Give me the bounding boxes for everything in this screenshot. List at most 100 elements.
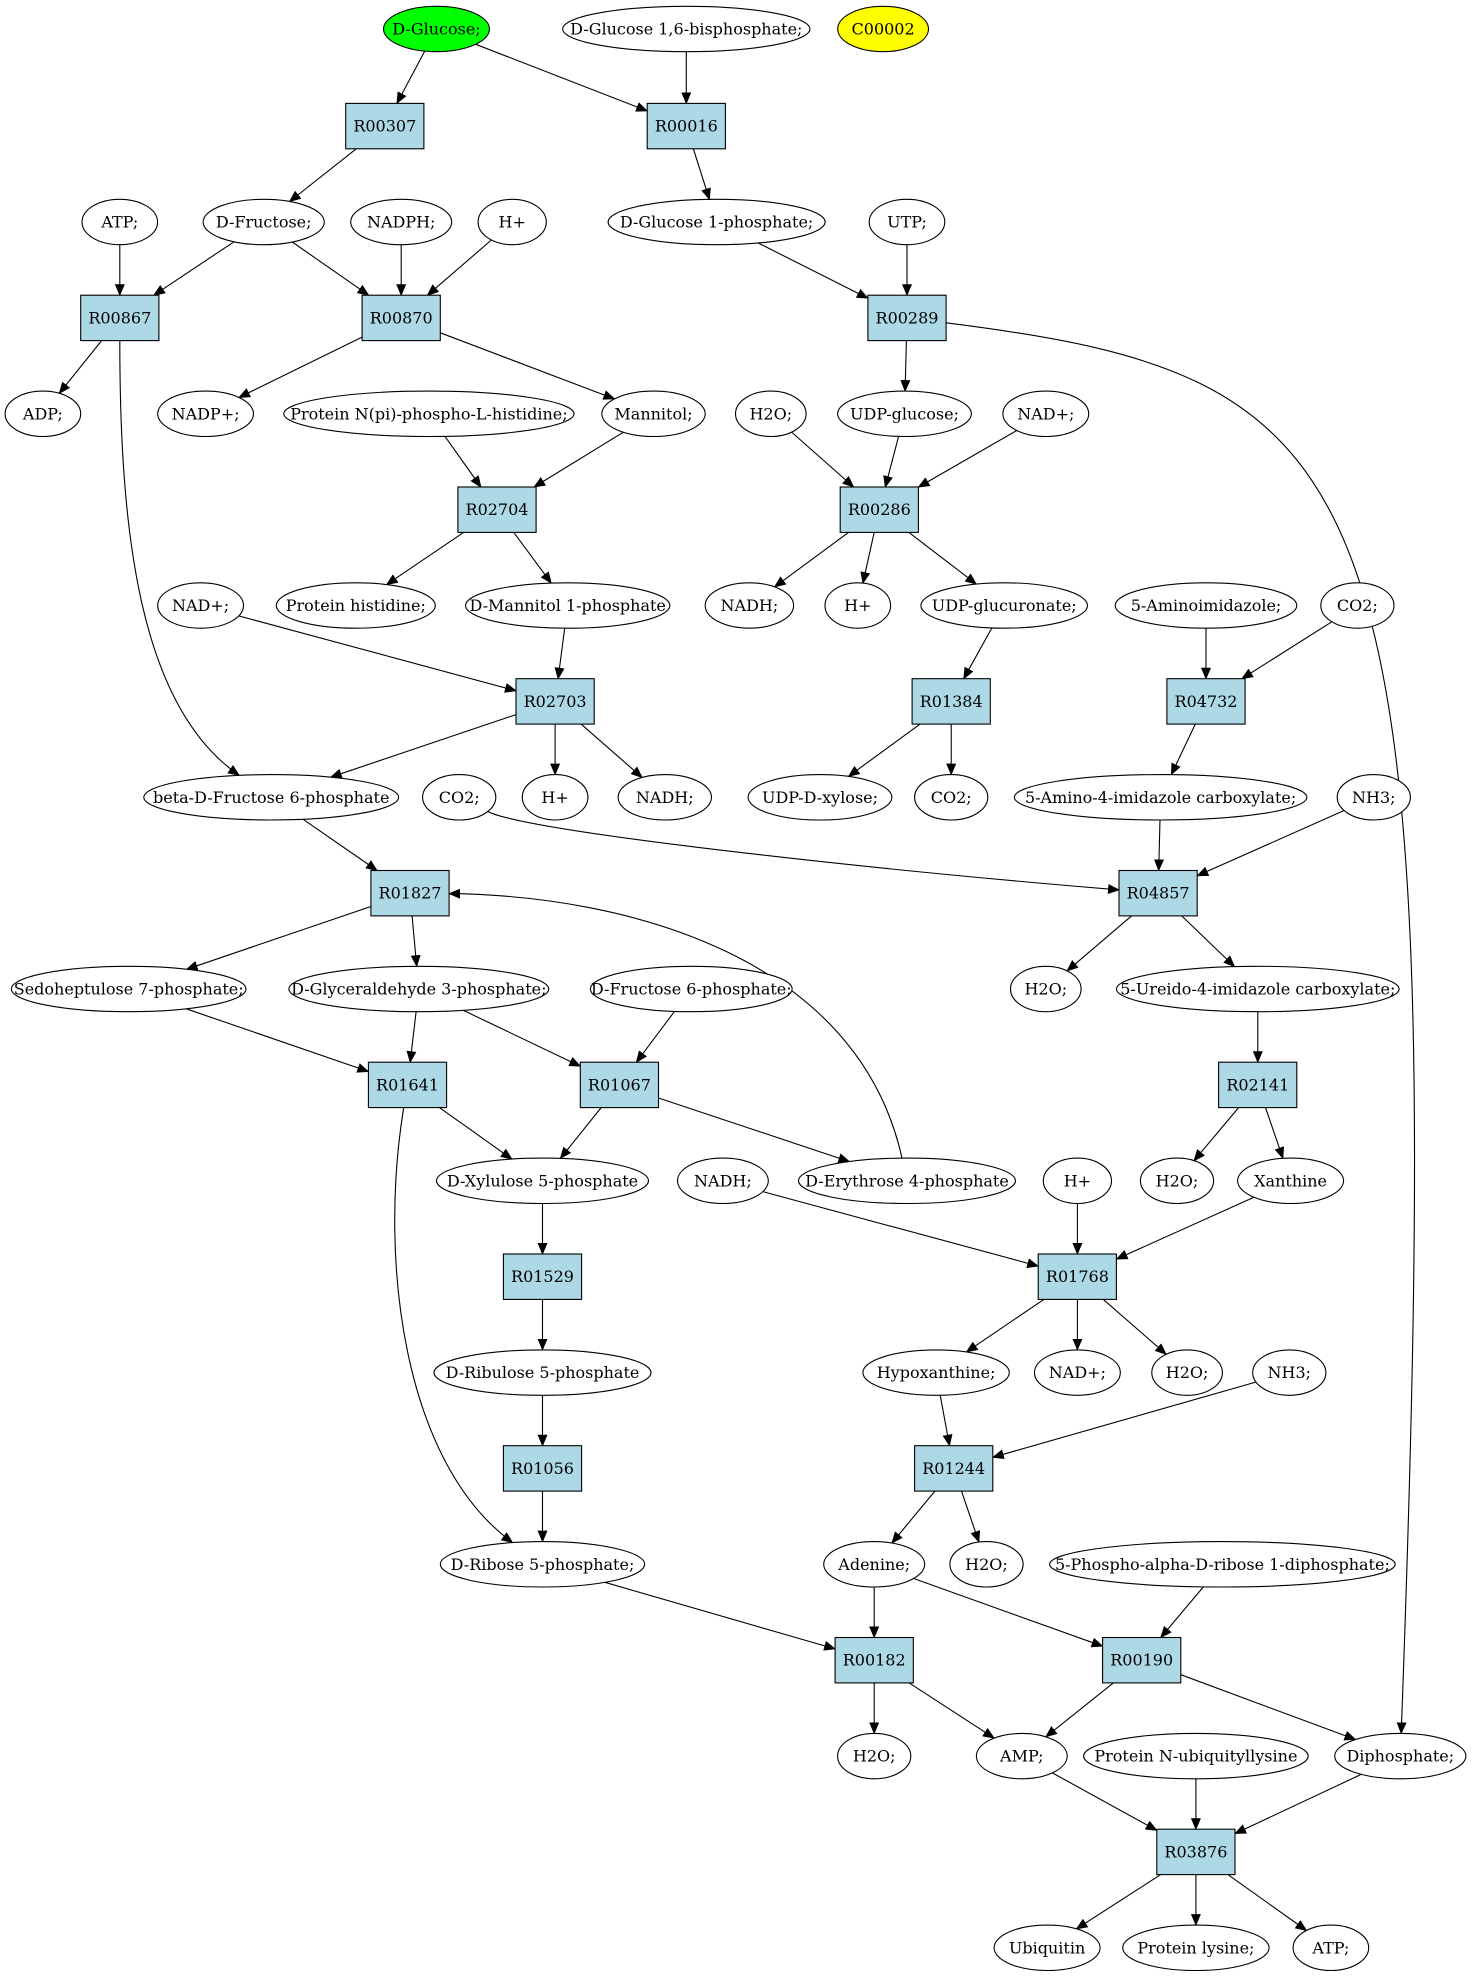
reaction-node-R02704[interactable]: R02704 (457, 486, 537, 533)
edge-R03876-to-ubiquitin (1075, 1874, 1161, 1930)
compound-node-nh3b[interactable]: NH3; (1252, 1349, 1327, 1396)
compound-node-protubi[interactable]: Protein N-ubiquityllysine (1083, 1732, 1309, 1780)
compound-node-g1p[interactable]: D-Glucose 1-phosphate; (607, 198, 826, 246)
reaction-node-R01641[interactable]: R01641 (367, 1061, 448, 1109)
compound-node-h2o6[interactable]: H2O; (837, 1732, 912, 1780)
compound-node-nadph[interactable]: NADPH; (350, 198, 453, 246)
reaction-node-R00307[interactable]: R00307 (345, 102, 425, 150)
compound-node-diphosphate[interactable]: Diphosphate; (1334, 1732, 1467, 1780)
compound-ellipse (439, 1541, 646, 1588)
node-label: D-Xylulose 5-phosphate (447, 1171, 638, 1190)
edge-R00286-to-hplus2 (860, 532, 875, 585)
compound-node-udpglucuronate[interactable]: UDP-glucuronate; (920, 582, 1089, 629)
edge-R02703-to-nadh2 (580, 723, 643, 779)
reaction-node-R02141[interactable]: R02141 (1218, 1061, 1298, 1109)
compound-node-nadh1[interactable]: NADH; (704, 582, 795, 629)
reaction-node-R00190[interactable]: R00190 (1102, 1636, 1182, 1684)
compound-node-hplus4[interactable]: H+ (1042, 1157, 1113, 1205)
node-label: D-Erythrose 4-phosphate (805, 1171, 1009, 1190)
compound-node-h2o5[interactable]: H2O; (949, 1541, 1024, 1588)
compound-node-udpxylose[interactable]: UDP-D-xylose; (747, 774, 893, 821)
compound-node-mannitol1p[interactable]: D-Mannitol 1-phosphate (464, 582, 671, 629)
compound-node-atp2[interactable]: ATP; (1292, 1924, 1370, 1972)
compound-node-ribose5p[interactable]: D-Ribose 5-phosphate; (439, 1541, 646, 1588)
compound-node-bf6p[interactable]: beta-D-Fructose 6-phosphate (143, 774, 400, 821)
compound-node-adp[interactable]: ADP; (4, 390, 82, 438)
compound-node-hplus2[interactable]: H+ (824, 582, 892, 629)
reaction-node-R02703[interactable]: R02703 (515, 678, 595, 725)
compound-ellipse (1002, 390, 1090, 438)
node-label: H+ (499, 213, 526, 232)
compound-node-atp1[interactable]: ATP; (81, 198, 159, 246)
reaction-node-R00286[interactable]: R00286 (839, 486, 919, 533)
compound-node-nadh2[interactable]: NADH; (617, 774, 713, 821)
compound-node-glucose[interactable]: D-Glucose; (382, 5, 491, 53)
compound-node-prpp[interactable]: 5-Phospho-alpha-D-ribose 1-diphosphate; (1049, 1541, 1396, 1588)
reaction-box (834, 1636, 914, 1684)
compound-node-hypoxanthine[interactable]: Hypoxanthine; (862, 1349, 1010, 1396)
compound-node-ureido[interactable]: 5-Ureido-4-imidazole carboxylate; (1115, 965, 1400, 1013)
compound-node-ubiquitin[interactable]: Ubiquitin (993, 1924, 1101, 1972)
reaction-node-R01827[interactable]: R01827 (370, 869, 450, 917)
compound-node-nadh3[interactable]: NADH; (676, 1157, 769, 1205)
compound-node-xylulose5p[interactable]: D-Xylulose 5-phosphate (435, 1157, 650, 1205)
reaction-node-R00016[interactable]: R00016 (646, 102, 726, 150)
reaction-node-R01056[interactable]: R01056 (502, 1445, 583, 1492)
compound-node-xanthine[interactable]: Xanthine (1237, 1157, 1345, 1205)
compound-node-co2b[interactable]: CO2; (422, 774, 497, 821)
compound-node-adenine[interactable]: Adenine; (823, 1541, 926, 1588)
reaction-node-R01067[interactable]: R01067 (579, 1061, 660, 1109)
reaction-node-R01384[interactable]: R01384 (911, 678, 991, 725)
reaction-node-R01244[interactable]: R01244 (914, 1445, 994, 1492)
reaction-node-R01768[interactable]: R01768 (1037, 1253, 1117, 1300)
compound-node-h2o4[interactable]: H2O; (1151, 1349, 1223, 1396)
reaction-node-R03876[interactable]: R03876 (1156, 1828, 1236, 1876)
compound-node-ga3p[interactable]: D-Glyceraldehyde 3-phosphate; (288, 965, 550, 1013)
reaction-box (646, 102, 726, 150)
compound-node-aminoimid[interactable]: 5-Aminoimidazole; (1114, 582, 1298, 629)
node-label: H2O; (1024, 980, 1067, 999)
compound-node-mannitol[interactable]: Mannitol; (601, 390, 706, 438)
compound-node-udpglucose[interactable]: UDP-glucose; (837, 390, 972, 438)
compound-node-fructose[interactable]: D-Fructose; (202, 198, 325, 246)
compound-node-co2c[interactable]: CO2; (914, 774, 989, 821)
reaction-node-R00867[interactable]: R00867 (80, 294, 160, 342)
compound-node-nadplus3[interactable]: NAD+; (1033, 1349, 1121, 1396)
reaction-node-R00870[interactable]: R00870 (361, 294, 441, 342)
compound-node-utp[interactable]: UTP; (868, 198, 946, 246)
reaction-node-R00289[interactable]: R00289 (867, 294, 947, 342)
compound-node-hplus3[interactable]: H+ (521, 774, 589, 821)
compound-node-protnpi[interactable]: Protein N(pi)-phospho-L-histidine; (283, 390, 575, 438)
reaction-node-R04732[interactable]: R04732 (1166, 678, 1246, 725)
edge-g1p-to-R00289 (757, 242, 869, 299)
compound-node-g16bp[interactable]: D-Glucose 1,6-bisphosphate; (562, 5, 811, 53)
edge-bf6p-to-R01827 (302, 818, 378, 872)
compound-node-f6p[interactable]: D-Fructose 6-phosphate; (589, 965, 793, 1013)
node-label: NH3; (1268, 1363, 1312, 1382)
compound-node-nh3a[interactable]: NH3; (1336, 774, 1411, 821)
compound-node-h2o2[interactable]: H2O; (1009, 965, 1082, 1013)
compound-node-nadplus2[interactable]: NAD+; (157, 582, 245, 629)
compound-node-c00002[interactable]: C00002 (837, 5, 930, 53)
compound-node-protlys[interactable]: Protein lysine; (1122, 1924, 1270, 1972)
compound-node-erythrose4p[interactable]: D-Erythrose 4-phosphate (797, 1157, 1017, 1205)
compound-node-hplus1[interactable]: H+ (477, 198, 547, 246)
compound-node-nadpplus[interactable]: NADP+; (157, 390, 255, 438)
compound-node-co2a[interactable]: CO2; (1320, 582, 1395, 629)
reaction-node-R01529[interactable]: R01529 (502, 1253, 583, 1300)
compound-node-h2o3[interactable]: H2O; (1139, 1157, 1215, 1205)
reaction-node-R04857[interactable]: R04857 (1118, 869, 1198, 917)
compound-node-nadplus1[interactable]: NAD+; (1002, 390, 1090, 438)
compound-node-sedo7p[interactable]: Sedoheptulose 7-phosphate; (10, 965, 247, 1013)
reaction-node-R00182[interactable]: R00182 (834, 1636, 914, 1684)
node-label: R01244 (922, 1459, 985, 1478)
compound-node-ribulose5p[interactable]: D-Ribulose 5-phosphate (433, 1349, 652, 1396)
edge-f6p-to-R01067 (635, 1011, 675, 1063)
compound-node-amp[interactable]: AMP; (975, 1732, 1068, 1780)
compound-ellipse (617, 774, 713, 821)
compound-ellipse (435, 1157, 650, 1205)
compound-node-h2o1[interactable]: H2O; (734, 390, 807, 438)
compound-node-prothis[interactable]: Protein histidine; (275, 582, 436, 629)
reaction-box (1102, 1636, 1182, 1684)
compound-node-aicarbox[interactable]: 5-Amino-4-imidazole carboxylate; (1013, 774, 1308, 821)
